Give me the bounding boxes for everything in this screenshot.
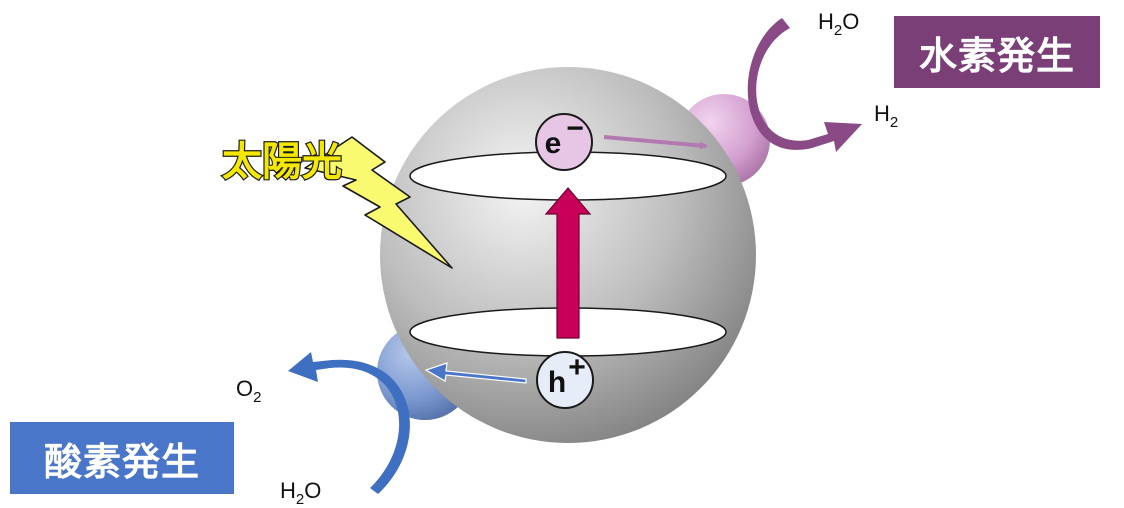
sunlight-label: 太陽光	[222, 139, 342, 185]
hole-circle	[536, 351, 594, 409]
electron-charge: −	[566, 112, 584, 145]
electron-label: e	[545, 127, 562, 160]
h2-evolution-arrow	[747, 18, 862, 152]
hole-label: h	[548, 366, 566, 399]
hydrogen-evolution-label: 水素発生	[918, 33, 1075, 78]
water-bottom-label: H2O	[280, 478, 321, 508]
hydrogen-label: H2	[874, 101, 898, 131]
water-top-label: H2O	[818, 9, 859, 39]
excitation-arrow	[544, 187, 592, 339]
hole-transfer-arrow	[424, 362, 527, 384]
electron-circle	[535, 113, 593, 171]
electron-transfer-arrow	[603, 135, 708, 150]
oxygen-label: O2	[236, 376, 261, 406]
o2-evolution-arrow	[288, 352, 410, 494]
hydrogen-evolution-box: 水素発生	[894, 16, 1100, 88]
oxygen-evolution-box: 酸素発生	[10, 422, 234, 494]
lightning-bolt-icon	[304, 136, 453, 269]
hole-charge: +	[568, 351, 586, 384]
oxygen-evolution-label: 酸素発生	[43, 439, 200, 484]
